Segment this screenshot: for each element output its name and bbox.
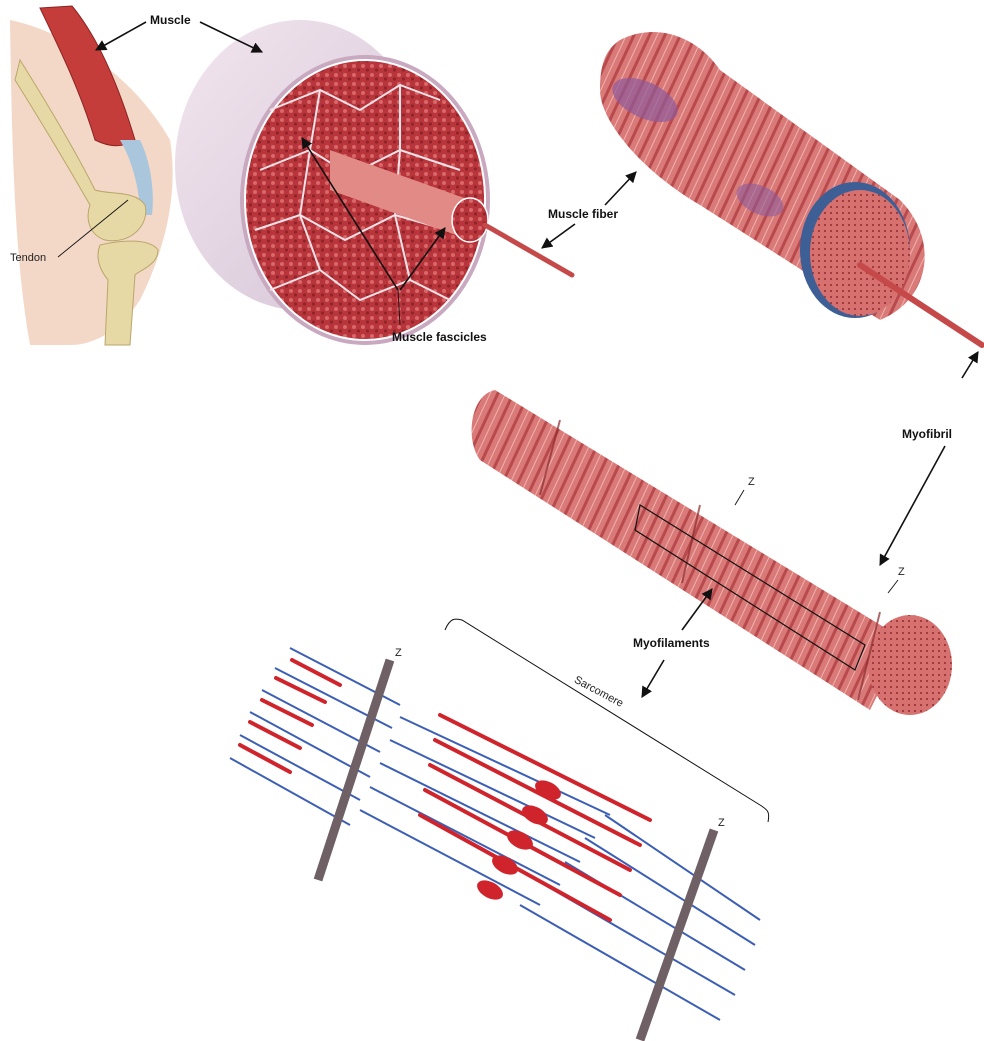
z-disc-left [318, 660, 390, 880]
thin-filaments [230, 648, 760, 1020]
muscle-fiber-label: Muscle fiber [548, 207, 618, 221]
muscle-fiber [600, 32, 982, 345]
muscle-label: Muscle [150, 13, 191, 27]
z-disc-right [640, 830, 714, 1040]
z-label-upper-2: Z [898, 566, 905, 578]
sarcomere-bracket [445, 619, 769, 822]
z-label-left: Z [395, 647, 402, 659]
z-label-right: Z [718, 817, 725, 829]
tendon-label: Tendon [10, 252, 46, 264]
myofibril [472, 390, 952, 715]
sarcomere-filaments [230, 648, 760, 1040]
muscle-cross-section [175, 20, 572, 345]
z-label-upper-1: Z [748, 476, 755, 488]
myofibril-label: Myofibril [902, 427, 952, 441]
leg-illustration [10, 6, 173, 345]
tibia [98, 241, 158, 345]
muscle-fascicles-label: Muscle fascicles [392, 330, 487, 344]
myofilaments-label: Myofilaments [633, 636, 710, 650]
